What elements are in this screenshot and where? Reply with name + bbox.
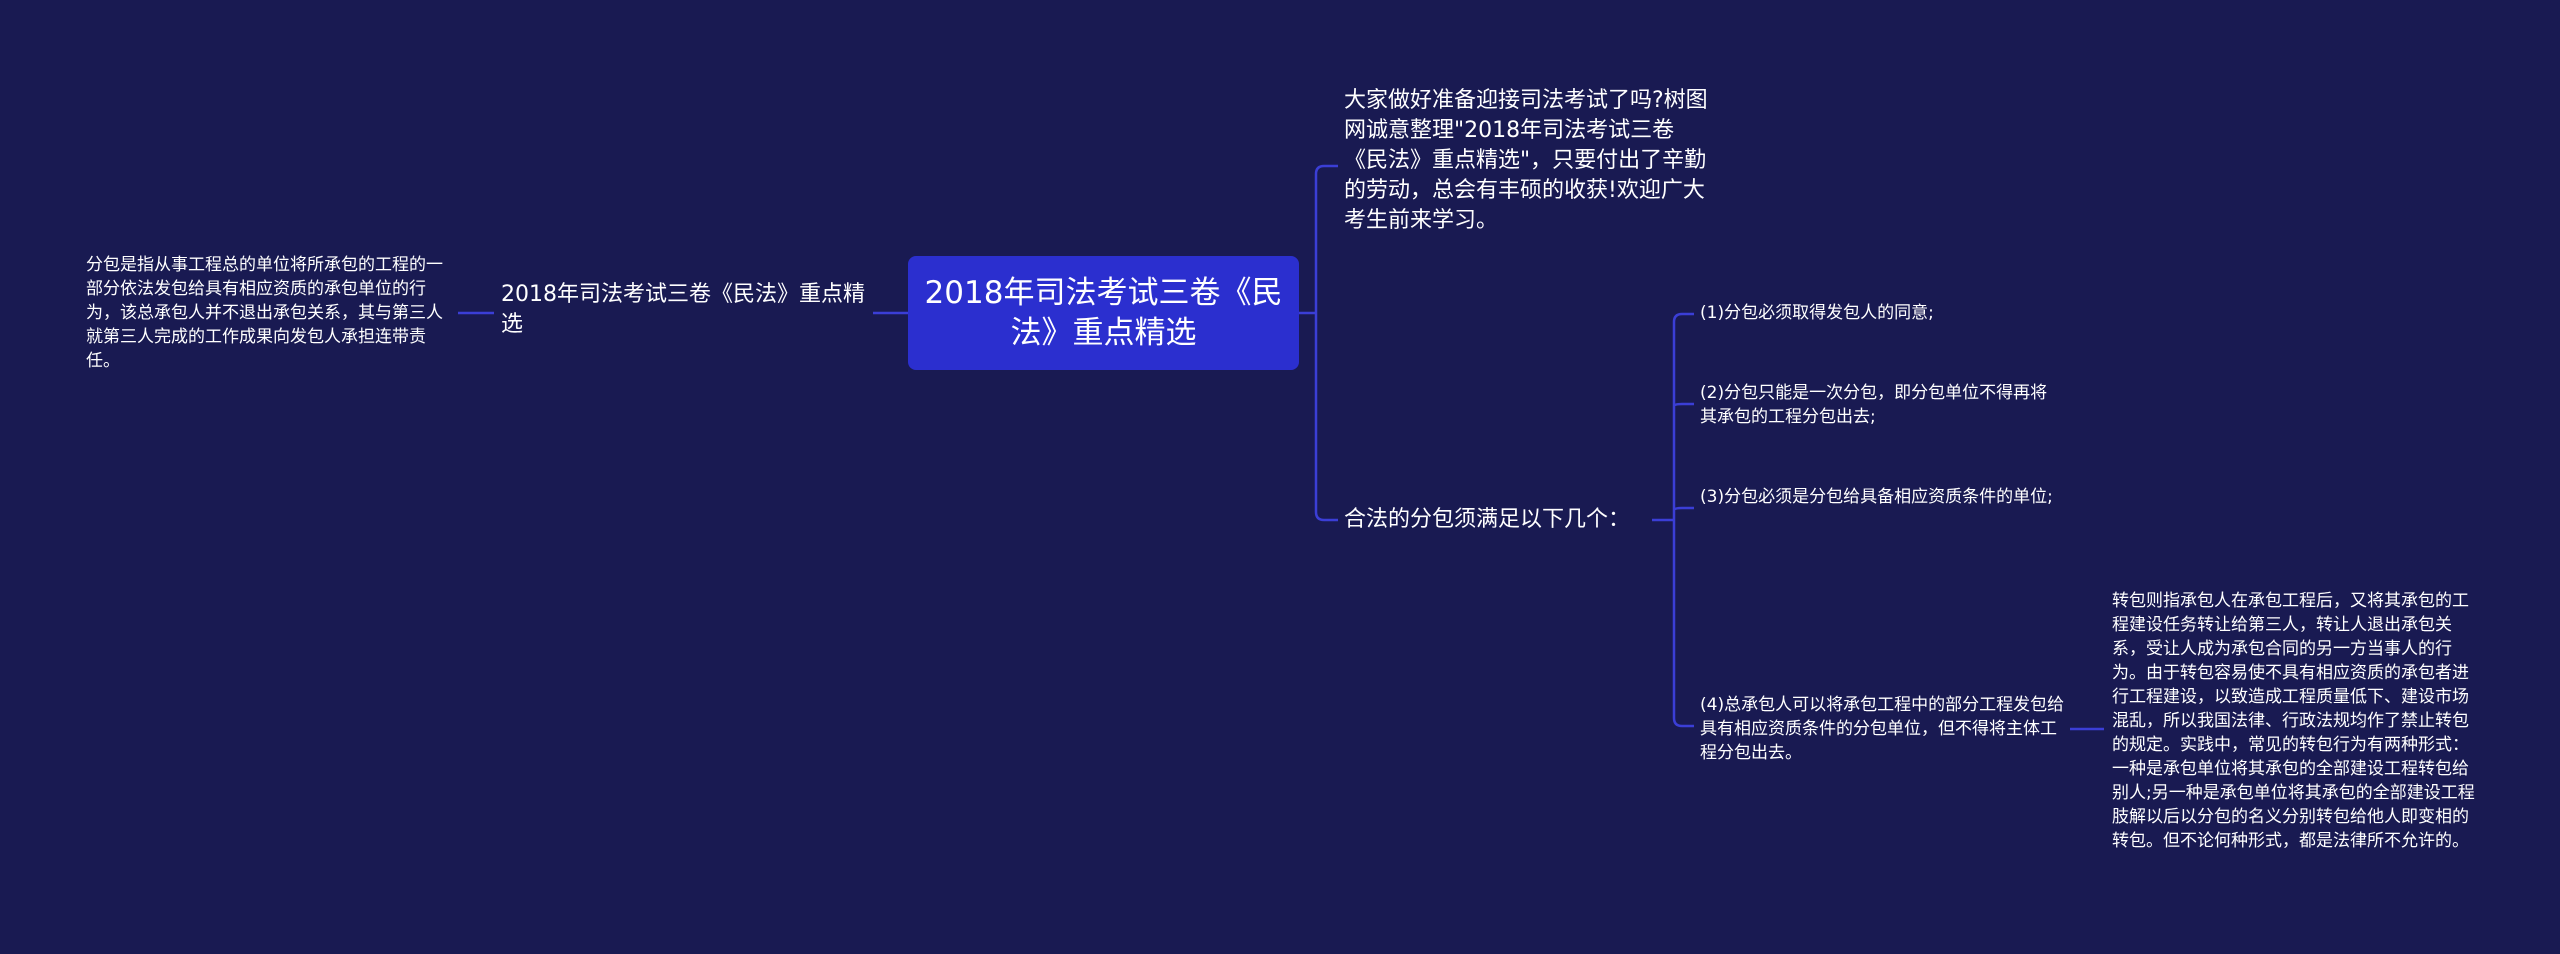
condition-item-2[interactable]: (2)分包只能是一次分包，即分包单位不得再将其承包的工程分包出去; [1700,383,2048,427]
condition-item-3[interactable]: (3)分包必须是分包给具备相应资质条件的单位; [1700,487,2053,507]
link-right-trunk [1314,164,1338,522]
link-cond-children [1672,312,1694,728]
left-detail-node[interactable]: 分包是指从事工程总的单位将所承包的工程的一部分依法发包给具有相应资质的承包单位的… [86,255,443,371]
root-title: 2018年司法考试三卷《民法》重点精选 [924,275,1283,351]
root-node[interactable]: 2018年司法考试三卷《民法》重点精选 [908,256,1299,370]
conditions-node[interactable]: 合法的分包须满足以下几个： [1344,507,1631,532]
condition-item-4[interactable]: (4)总承包人可以将承包工程中的部分工程发包给具有相应资质条件的分包单位，但不得… [1700,695,2065,763]
condition-item-4-detail[interactable]: 转包则指承包人在承包工程后，又将其承包的工程建设任务转让给第三人，转让人退出承包… [2112,591,2475,851]
condition-item-1[interactable]: (1)分包必须取得发包人的同意; [1700,303,1934,323]
left-branch-node[interactable]: 2018年司法考试三卷《民法》重点精选 [501,282,865,337]
intro-node[interactable]: 大家做好准备迎接司法考试了吗?树图网诚意整理"2018年司法考试三卷《民法》重点… [1344,88,1708,233]
